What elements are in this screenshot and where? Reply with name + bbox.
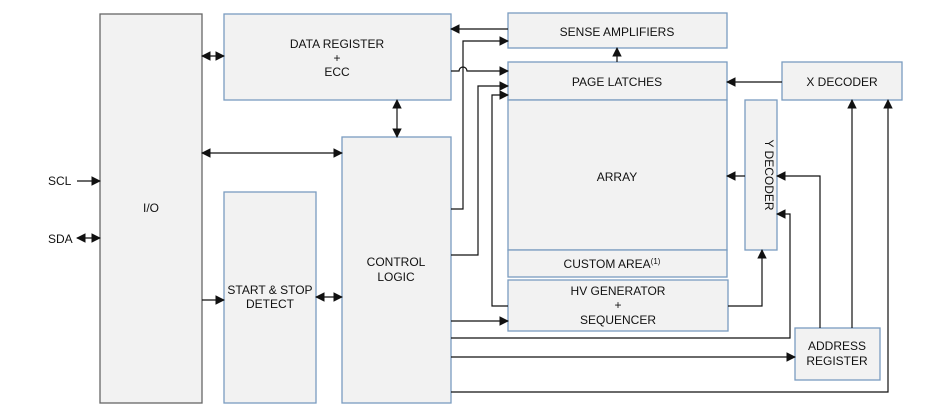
- data-register-plus: +: [333, 51, 340, 65]
- address-to-y-decoder-arrow: [776, 171, 821, 328]
- logic-label: LOGIC: [377, 270, 415, 284]
- y-decoder-label: Y DECODER: [762, 139, 776, 210]
- control-to-page-latches-arrow: [451, 81, 509, 256]
- control-label: CONTROL: [367, 255, 426, 269]
- data-register-block: DATA REGISTER + ECC: [223, 13, 452, 101]
- custom-area-label: CUSTOM AREA(1): [564, 257, 661, 271]
- page-latches-label: PAGE LATCHES: [572, 75, 662, 89]
- address-register-block: ADDRESS REGISTER: [794, 327, 881, 381]
- sequencer-label: SEQUENCER: [580, 313, 656, 327]
- sda-label: SDA: [48, 232, 73, 246]
- scl-label: SCL: [48, 174, 72, 188]
- page-latches-block: PAGE LATCHES: [507, 61, 728, 101]
- hv-generator-plus: +: [614, 298, 621, 312]
- custom-area-block: CUSTOM AREA(1): [507, 249, 728, 278]
- y-decoder-block: Y DECODER: [744, 99, 778, 251]
- connections: [201, 24, 893, 393]
- data-register-ecc: ECC: [324, 65, 350, 79]
- array-block: ARRAY: [507, 99, 728, 251]
- control-to-x-decoder-arrow: [451, 99, 893, 393]
- x-decoder-label: X DECODER: [806, 75, 878, 89]
- array-label: ARRAY: [597, 170, 637, 184]
- data-register-label: DATA REGISTER: [290, 37, 385, 51]
- control-to-sense-arrow: [451, 36, 509, 210]
- start-stop-detect-block: START & STOP DETECT: [223, 191, 317, 404]
- hv-to-page-latches-arrow: [491, 90, 509, 307]
- data-register-to-page-latches-arrow: [451, 66, 509, 76]
- control-to-y-decoder-arrow: [451, 209, 791, 339]
- start-stop-label: START & STOP: [227, 283, 312, 297]
- sense-amplifiers-block: SENSE AMPLIFIERS: [507, 12, 728, 49]
- detect-label: DETECT: [246, 297, 295, 311]
- io-label: I/O: [143, 201, 159, 215]
- address-label: ADDRESS: [808, 339, 866, 353]
- hv-generator-label: HV GENERATOR: [571, 284, 666, 298]
- sense-amplifiers-label: SENSE AMPLIFIERS: [560, 25, 675, 39]
- hv-to-y-decoder-arrow: [728, 249, 767, 307]
- control-logic-block: CONTROL LOGIC: [341, 136, 452, 404]
- x-decoder-block: X DECODER: [781, 61, 903, 101]
- register-label: REGISTER: [806, 354, 868, 368]
- hv-generator-block: HV GENERATOR + SEQUENCER: [507, 279, 729, 332]
- io-block: I/O: [99, 13, 203, 404]
